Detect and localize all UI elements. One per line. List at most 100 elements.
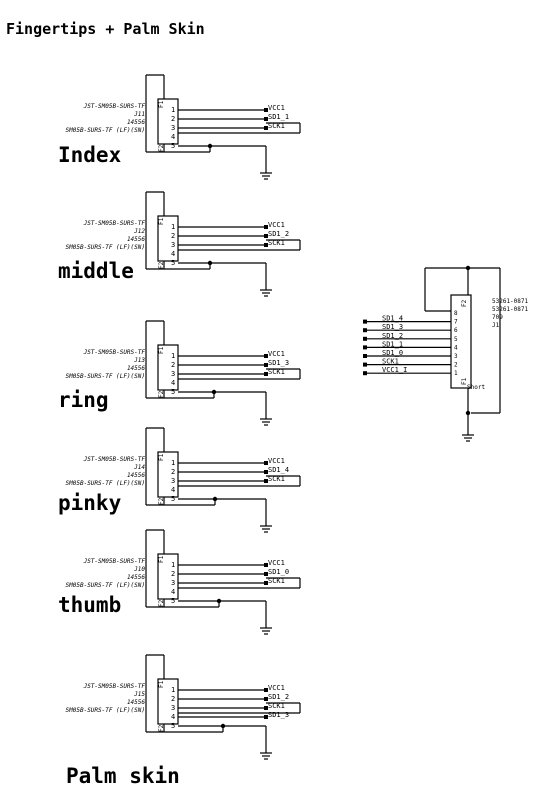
net-label: VCC1 xyxy=(268,350,285,358)
pin-number: 3 xyxy=(171,477,175,485)
connector-j15: F1F2JST-SM05B-SURS-TFJ1514556SM05B-SURS-… xyxy=(66,654,301,788)
pin-number: 3 xyxy=(171,579,175,587)
connector-label: pinky xyxy=(58,491,122,515)
net-port-icon xyxy=(363,362,367,367)
part-alt: SM05B-SURS-TF (LF)(SN) xyxy=(66,373,145,380)
connector-j14: F1F2JST-SM05B-SURS-TFJ1414556SM05B-SURS-… xyxy=(58,427,301,533)
net-label: SD1_2 xyxy=(268,693,289,701)
j1-pin-number: 8 xyxy=(454,310,458,317)
net-port-icon xyxy=(264,126,268,130)
pin-number: 5 xyxy=(171,142,175,150)
connector-label: thumb xyxy=(58,593,121,617)
part-name: JST-SM05B-SURS-TF xyxy=(83,558,146,565)
net-port-icon xyxy=(264,363,268,367)
net-port-icon xyxy=(363,354,367,358)
net-port-icon xyxy=(363,371,367,376)
j1-pin-number: 4 xyxy=(454,344,458,351)
net-label: SD1_3 xyxy=(268,711,289,719)
net-port-icon xyxy=(264,372,268,376)
pin-number: 5 xyxy=(171,495,175,503)
pin-number: 2 xyxy=(171,361,175,369)
junction-dot xyxy=(465,265,471,271)
net-port-icon xyxy=(363,345,367,350)
header-box xyxy=(157,553,179,600)
part-alt: SM05B-SURS-TF (LF)(SN) xyxy=(66,127,145,134)
pin-number: 5 xyxy=(171,388,175,396)
j1-pin-number: 2 xyxy=(454,362,458,369)
net-port-icon xyxy=(264,243,268,247)
j1-net-label: SD1_3 xyxy=(382,323,403,331)
connector-j13: F1F2JST-SM05B-SURS-TFJ1314556SM05B-SURS-… xyxy=(58,320,301,426)
j1-pin-number: 7 xyxy=(454,319,458,326)
pin-number: 2 xyxy=(171,695,175,703)
net-port-icon xyxy=(264,470,268,474)
j1-part-line: 709 xyxy=(492,314,503,321)
part-ref: J15 xyxy=(133,691,145,698)
net-label: SD1_0 xyxy=(268,568,289,576)
part-ref: J13 xyxy=(133,357,145,364)
ground-symbol-icon xyxy=(260,504,272,533)
connector-label: Index xyxy=(58,143,122,167)
net-label: SCK1 xyxy=(268,122,285,130)
net-label: SCK1 xyxy=(268,239,285,247)
net-port-icon xyxy=(264,581,268,585)
net-port-icon xyxy=(264,715,268,719)
connector-label: Palm skin xyxy=(66,764,180,788)
ground-symbol-icon xyxy=(462,413,474,442)
net-port-icon xyxy=(264,688,268,692)
connector-j10: F1F2JST-SM05B-SURS-TFJ1014556SM05B-SURS-… xyxy=(58,529,301,635)
flag-top: F1 xyxy=(158,453,165,461)
connector-j12: F1F2JST-SM05B-SURS-TFJ1214556SM05B-SURS-… xyxy=(58,191,301,297)
connector-label: middle xyxy=(58,259,134,283)
j1-net-label: VCC1_I xyxy=(382,366,407,374)
part-number: 14556 xyxy=(127,699,145,706)
net-port-icon xyxy=(264,706,268,710)
pin-number: 5 xyxy=(171,722,175,730)
j1-net-label: SD1_2 xyxy=(382,332,403,340)
net-label: SD1_1 xyxy=(268,113,289,121)
part-alt: SM05B-SURS-TF (LF)(SN) xyxy=(66,480,145,487)
j1-pin-number: 3 xyxy=(454,353,458,360)
part-name: JST-SM05B-SURS-TF xyxy=(83,349,146,356)
net-port-icon xyxy=(363,319,367,324)
net-port-icon xyxy=(264,117,268,121)
net-label: SD1_2 xyxy=(268,230,289,238)
flag-top: F1 xyxy=(158,217,165,225)
pin-number: 2 xyxy=(171,115,175,123)
pin-number: 3 xyxy=(171,370,175,378)
flag-bottom: F2 xyxy=(158,144,165,152)
j1-part-line: 53261-0871 xyxy=(492,298,529,305)
net-label: VCC1 xyxy=(268,104,285,112)
page-title: Fingertips + Palm Skin xyxy=(6,20,205,38)
flag-top: F1 xyxy=(158,100,165,108)
pin-number: 4 xyxy=(171,713,175,721)
pin-number: 1 xyxy=(171,459,175,467)
j1-net-label: SD1_1 xyxy=(382,340,403,348)
net-label: SD1_4 xyxy=(268,466,289,474)
pin-number: 3 xyxy=(171,704,175,712)
net-port-icon xyxy=(264,225,268,229)
part-number: 14556 xyxy=(127,365,145,372)
connector-j11: F1F2JST-SM05B-SURS-TFJ1114556SM05B-SURS-… xyxy=(58,74,301,180)
part-name: JST-SM05B-SURS-TF xyxy=(83,456,146,463)
net-label: SCK1 xyxy=(268,368,285,376)
pin-number: 5 xyxy=(171,259,175,267)
part-alt: SM05B-SURS-TF (LF)(SN) xyxy=(66,707,145,714)
connector-label: ring xyxy=(58,388,109,412)
header-box xyxy=(157,451,179,498)
pin-number: 1 xyxy=(171,106,175,114)
pin-number: 2 xyxy=(171,232,175,240)
part-ref: J12 xyxy=(133,228,145,235)
pin-number: 2 xyxy=(171,468,175,476)
header-box xyxy=(157,678,179,725)
net-label: VCC1 xyxy=(268,457,285,465)
pin-number: 1 xyxy=(171,352,175,360)
part-number: 14556 xyxy=(127,472,145,479)
net-port-icon xyxy=(264,354,268,358)
pin-number: 4 xyxy=(171,133,175,141)
j1-part-line: 53261-0871 xyxy=(492,306,529,313)
j1-flag-bottom: F1 xyxy=(461,377,468,385)
part-ref: J14 xyxy=(133,464,145,471)
j1-net-label: SD1_0 xyxy=(382,349,403,357)
